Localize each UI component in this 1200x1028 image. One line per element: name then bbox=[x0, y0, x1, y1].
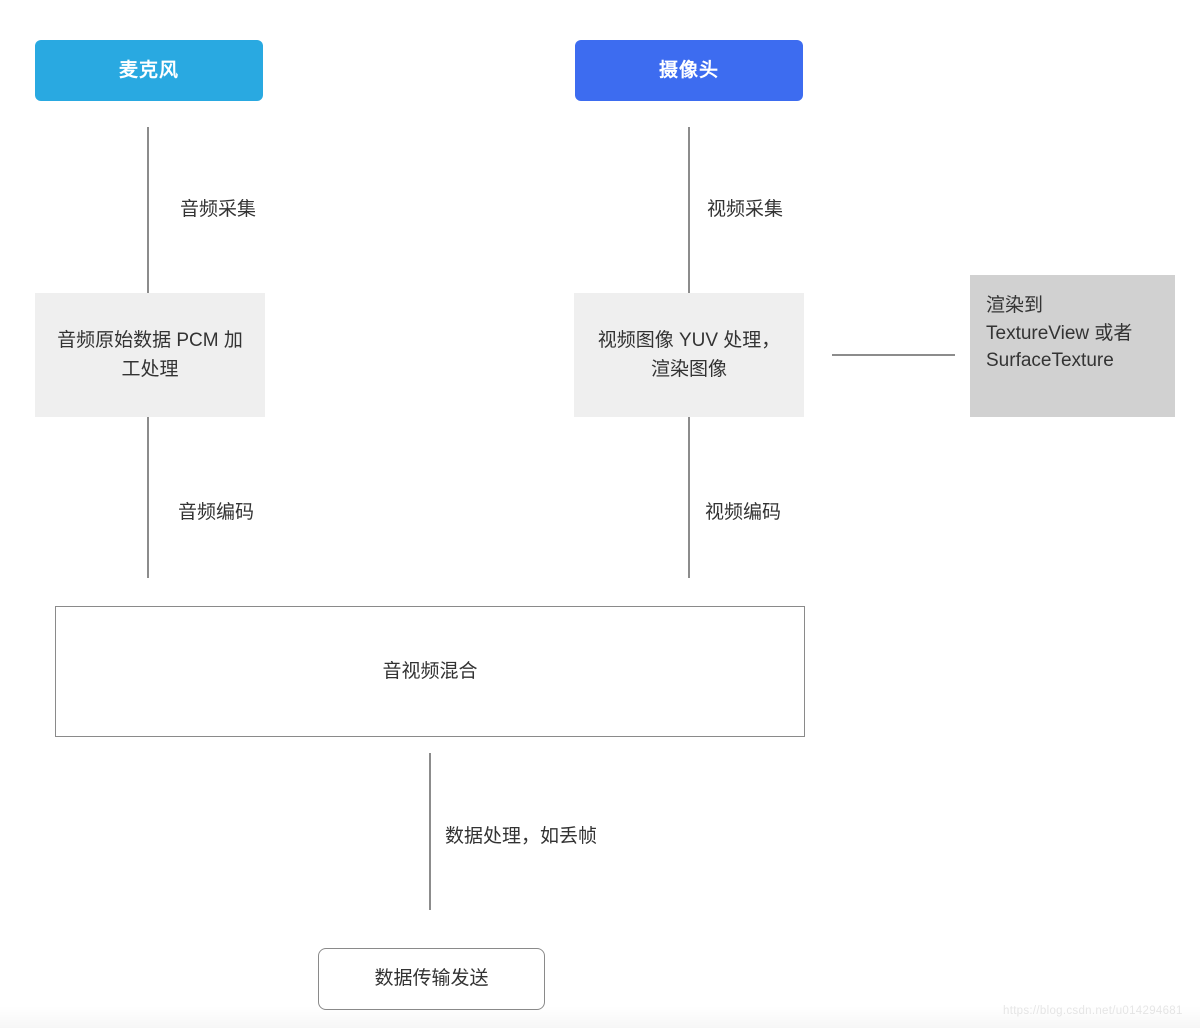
camera-node: 摄像头 bbox=[575, 40, 803, 101]
video-encode-connector bbox=[688, 417, 690, 578]
microphone-node: 麦克风 bbox=[35, 40, 263, 101]
video-yuv-processing-node: 视频图像 YUV 处理， 渲染图像 bbox=[574, 293, 804, 417]
av-mixer-node: 音视频混合 bbox=[55, 606, 805, 737]
audio-encode-connector bbox=[147, 417, 149, 578]
video-capture-connector bbox=[688, 127, 690, 293]
audio-pcm-processing-node: 音频原始数据 PCM 加 工处理 bbox=[35, 293, 265, 417]
render-target-connector bbox=[832, 354, 955, 356]
audio-capture-connector bbox=[147, 127, 149, 293]
video-capture-label: 视频采集 bbox=[707, 199, 784, 220]
audio-encode-label: 音频编码 bbox=[178, 502, 255, 523]
watermark-url: https://blog.csdn.net/u014294681 bbox=[1003, 1005, 1183, 1017]
audio-capture-label: 音频采集 bbox=[180, 199, 257, 220]
texture-render-node: 渲染到 TextureView 或者 SurfaceTexture bbox=[970, 275, 1175, 417]
data-send-node: 数据传输发送 bbox=[318, 948, 545, 1010]
frame-drop-connector bbox=[429, 753, 431, 910]
frame-drop-label: 数据处理，如丢帧 bbox=[445, 826, 598, 847]
video-encode-label: 视频编码 bbox=[705, 502, 782, 523]
